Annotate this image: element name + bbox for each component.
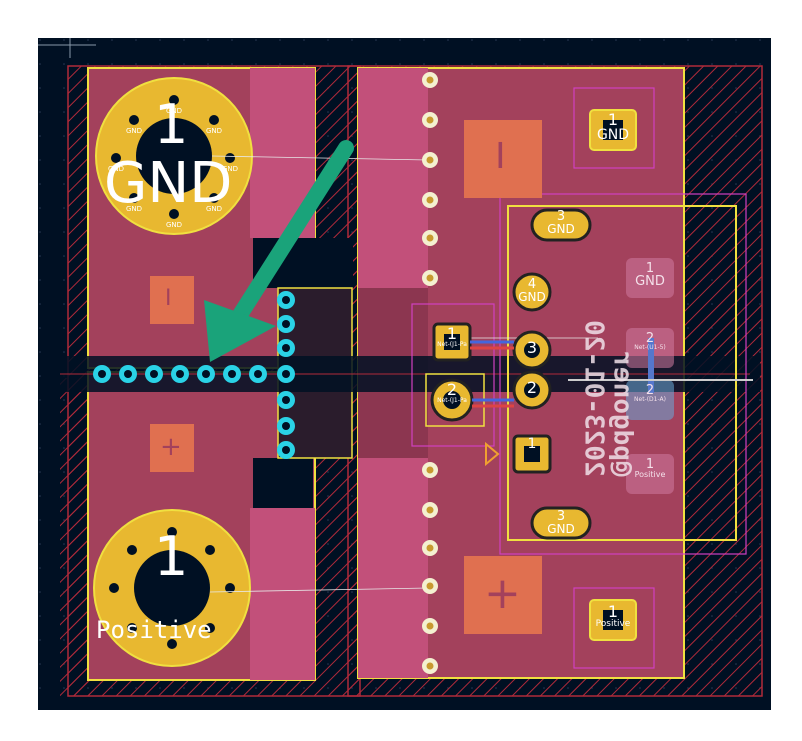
positive-pad-vias bbox=[109, 527, 235, 649]
pcb-editor-canvas[interactable]: GND GND GND GND GND GND GND GND 1 GND 1 Positiv… bbox=[38, 38, 771, 710]
ghost-pad-4-label: 1 Positive bbox=[634, 457, 666, 479]
annotation-arrow bbox=[204, 140, 354, 362]
connector-traces bbox=[470, 340, 514, 408]
plus-large-label: + bbox=[484, 568, 521, 619]
conn-b2-label: 2 bbox=[526, 378, 538, 397]
plus-pad-large[interactable] bbox=[464, 556, 542, 634]
minus-large-label: I bbox=[495, 136, 506, 177]
white-vias-bottom[interactable] bbox=[422, 462, 438, 674]
pin1-marker bbox=[485, 441, 500, 467]
ghost-pad-2-label: 2 Net-(U1-5) bbox=[634, 331, 666, 351]
ghost-pad-1-label: 1 GND bbox=[635, 261, 665, 289]
positive-pad-name: Positive bbox=[96, 616, 212, 644]
stitching-vias-row[interactable] bbox=[93, 365, 267, 383]
gnd-via-label: GND bbox=[206, 205, 222, 213]
shield-pad-bottom[interactable] bbox=[530, 506, 592, 540]
gnd-via-label: GND bbox=[126, 127, 142, 135]
shield-top-label: 3 GND bbox=[547, 209, 575, 236]
pad-4-label: 4 GND bbox=[518, 277, 546, 304]
shield-bottom-label: 3 GND bbox=[547, 509, 575, 536]
plus-pad-small[interactable] bbox=[150, 424, 194, 472]
back-layer-pads bbox=[626, 258, 674, 494]
pad-4[interactable] bbox=[512, 272, 552, 312]
white-vias-top[interactable] bbox=[422, 72, 438, 286]
gnd-via-label: GND bbox=[206, 127, 222, 135]
connector-b[interactable] bbox=[512, 330, 552, 474]
top-right-pad-label: 1 GND bbox=[596, 110, 630, 143]
gnd-pad-number: 1 bbox=[154, 93, 189, 156]
back-silkscreen-text: @pdgoner 2023-01-20 bbox=[579, 320, 638, 477]
conn-b3-label: 3 bbox=[526, 338, 538, 357]
ghost-pad-3-label: 2 Net-(D1-A) bbox=[634, 383, 666, 403]
gnd-via-label: GND bbox=[108, 165, 124, 173]
gnd-pad-vias bbox=[111, 95, 235, 219]
minus-pad-large[interactable] bbox=[464, 120, 542, 198]
plus-small-label: + bbox=[160, 432, 182, 462]
conn-a2-label: 2 Net-(J1-Pa bbox=[437, 380, 467, 404]
minus-pad-small[interactable] bbox=[150, 276, 194, 324]
shield-pad-top[interactable] bbox=[530, 208, 592, 242]
bottom-right-pad-label: 1 Positive bbox=[595, 602, 631, 629]
positive-pad-number: 1 bbox=[154, 525, 189, 588]
component-outline bbox=[507, 205, 737, 541]
stitching-vias-column[interactable] bbox=[277, 291, 295, 459]
courtyard-outlines bbox=[411, 87, 747, 669]
gnd-via-label: GND bbox=[166, 221, 182, 229]
gnd-pad-name: GND bbox=[104, 151, 233, 216]
conn-b1-label: 1 bbox=[527, 436, 537, 452]
minus-small-label: I bbox=[165, 286, 172, 311]
gnd-via-label: GND bbox=[222, 165, 238, 173]
gnd-via-label: GND bbox=[126, 205, 142, 213]
conn-a1-label: 1 Net-(J1-Pa bbox=[437, 324, 467, 348]
connector-a[interactable] bbox=[425, 322, 485, 427]
gnd-via-label: GND bbox=[166, 107, 182, 115]
